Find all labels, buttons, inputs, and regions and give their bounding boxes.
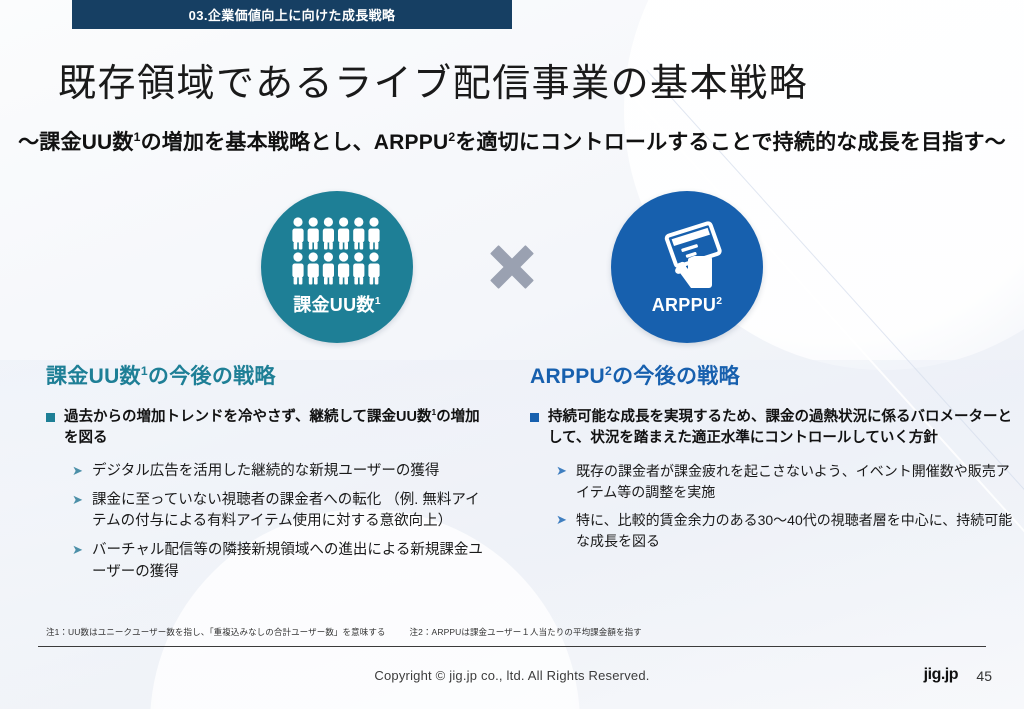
paying-uu-circle-footnote-marker: 1 bbox=[374, 295, 381, 307]
page-subtitle-part-1: ～課金UU数 bbox=[18, 131, 134, 154]
hand-credit-card-icon bbox=[649, 217, 725, 289]
list-item-label: 特に、比較的賃金余力のある30～40代の視聴者層を中心に、持続可能な成長を図る bbox=[576, 511, 1013, 549]
arrow-bullet-icon: ➤ bbox=[72, 542, 83, 558]
arppu-strategy-column: ARPPU2の今後の戦略 持続可能な成長を実現するため、課金の過熱状況に係るバロ… bbox=[512, 360, 1024, 591]
square-bullet-icon bbox=[530, 413, 539, 422]
list-item: ➤ 既存の課金者が課金疲れを起こさないよう、イベント開催数や販売アイテム等の調整… bbox=[556, 461, 1014, 503]
page-subtitle-footnote-marker-1: 1 bbox=[133, 130, 141, 144]
paying-uu-strategy-column: 課金UU数1の今後の戦略 過去からの増加トレンドを冷やさず、継続して課金UU数1… bbox=[0, 360, 512, 591]
people-group-icon bbox=[291, 216, 383, 285]
section-banner-label: 03.企業価値向上に向けた成長戦略 bbox=[188, 8, 396, 23]
copyright-text: Copyright © jig.jp co., ltd. All Rights … bbox=[374, 668, 650, 683]
page-subtitle-footnote-marker-2: 2 bbox=[448, 130, 456, 144]
arrow-bullet-icon: ➤ bbox=[72, 462, 83, 478]
arppu-strategy-heading-post: の今後の戦略 bbox=[612, 365, 740, 388]
page-subtitle-part-2: の増加を基本戦略とし、ARPPU bbox=[140, 131, 449, 154]
list-item: ➤ 課金に至っていない視聴者の課金者への転化 （例. 無料アイテムの付与による有… bbox=[72, 490, 490, 534]
list-item: ➤ デジタル広告を活用した継続的な新規ユーザーの獲得 bbox=[72, 461, 490, 483]
list-item: ➤ 特に、比較的賃金余力のある30～40代の視聴者層を中心に、持続可能な成長を図… bbox=[556, 510, 1014, 552]
arrow-bullet-icon: ➤ bbox=[556, 462, 567, 478]
strategy-formula-diagram: 課金UU数1 ARPPU2 bbox=[0, 184, 1024, 349]
page-title: 既存領域であるライブ配信事業の基本戦略 bbox=[58, 63, 809, 105]
paying-uu-strategy-heading-marker: 1 bbox=[140, 364, 148, 378]
strategy-columns: 課金UU数1の今後の戦略 過去からの増加トレンドを冷やさず、継続して課金UU数1… bbox=[0, 360, 1024, 591]
paying-uu-strategy-heading-text: 課金UU数 bbox=[46, 365, 141, 388]
arppu-strategy-heading: ARPPU2の今後の戦略 bbox=[530, 360, 1014, 390]
paying-uu-circle-label-text: 課金UU数 bbox=[293, 294, 375, 315]
page-subtitle-part-3: を適切にコントロールすることで持続的な成長を目指す～ bbox=[455, 131, 1006, 154]
footer-divider bbox=[38, 646, 986, 647]
footnote-1: 注1：UU数はユニークユーザー数を指し、「重複込みなしの合計ユーザー数」を意味す… bbox=[46, 627, 386, 637]
page-subtitle: ～課金UU数1の増加を基本戦略とし、ARPPU2を適切にコントロールすることで持… bbox=[0, 126, 1024, 156]
multiply-icon bbox=[481, 236, 543, 298]
paying-uu-lead-text: 過去からの増加トレンドを冷やさず、継続して課金UU数1の増加を図る bbox=[64, 407, 490, 450]
paying-uu-strategy-heading: 課金UU数1の今後の戦略 bbox=[46, 360, 490, 390]
arppu-bullet-list: ➤ 既存の課金者が課金疲れを起こさないよう、イベント開催数や販売アイテム等の調整… bbox=[530, 461, 1014, 552]
arrow-bullet-icon: ➤ bbox=[556, 511, 567, 527]
paying-uu-circle: 課金UU数1 bbox=[261, 190, 413, 343]
list-item-label: バーチャル配信等の隣接新規領域への進出による新規課金ユーザーの獲得 bbox=[92, 542, 483, 580]
arppu-strategy-heading-text: ARPPU bbox=[530, 365, 606, 388]
arppu-circle-label: ARPPU2 bbox=[652, 295, 723, 316]
paying-uu-circle-label: 課金UU数1 bbox=[293, 291, 381, 317]
arppu-lead-text: 持続可能な成長を実現するため、課金の過熱状況に係るバロメーターとして、状況を踏ま… bbox=[548, 409, 1012, 447]
list-item-label: 既存の課金者が課金疲れを起こさないよう、イベント開催数や販売アイテム等の調整を実… bbox=[576, 462, 1010, 500]
arrow-bullet-icon: ➤ bbox=[72, 491, 83, 507]
list-item-label: デジタル広告を活用した継続的な新規ユーザーの獲得 bbox=[92, 462, 440, 479]
arppu-circle-label-text: ARPPU bbox=[651, 295, 717, 315]
arppu-circle-footnote-marker: 2 bbox=[716, 296, 723, 307]
arppu-lead-statement: 持続可能な成長を実現するため、課金の過熱状況に係るバロメーターとして、状況を踏ま… bbox=[530, 407, 1014, 450]
arppu-circle: ARPPU2 bbox=[611, 190, 763, 343]
paying-uu-lead-text-pre: 過去からの増加トレンドを冷やさず、継続して課金UU数 bbox=[64, 409, 432, 425]
paying-uu-strategy-heading-post: の今後の戦略 bbox=[147, 365, 276, 388]
paying-uu-lead-statement: 過去からの増加トレンドを冷やさず、継続して課金UU数1の増加を図る bbox=[46, 407, 490, 450]
paying-uu-bullet-list: ➤ デジタル広告を活用した継続的な新規ユーザーの獲得 ➤ 課金に至っていない視聴… bbox=[46, 461, 490, 584]
footnote-2: 注2：ARPPUは課金ユーザー１人当たりの平均課金額を指す bbox=[409, 627, 642, 637]
jig-jp-logo: jig.jp bbox=[923, 666, 959, 683]
footnotes: 注1：UU数はユニークユーザー数を指し、「重複込みなしの合計ユーザー数」を意味す… bbox=[46, 626, 642, 638]
list-item: ➤ バーチャル配信等の隣接新規領域への進出による新規課金ユーザーの獲得 bbox=[72, 540, 490, 584]
list-item-label: 課金に至っていない視聴者の課金者への転化 （例. 無料アイテムの付与による有料ア… bbox=[92, 491, 480, 530]
square-bullet-icon bbox=[46, 413, 55, 422]
section-banner: 03.企業価値向上に向けた成長戦略 bbox=[72, 0, 512, 29]
page-number: 45 bbox=[976, 668, 992, 684]
